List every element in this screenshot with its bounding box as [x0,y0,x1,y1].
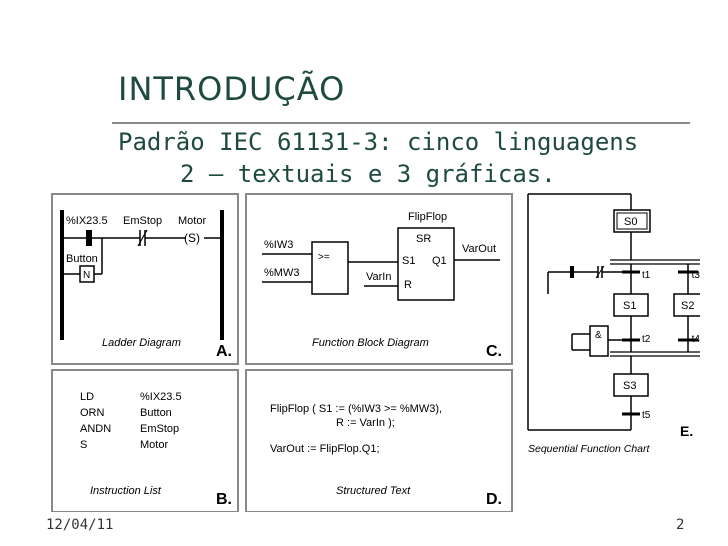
fbd-varin: VarIn [366,271,391,283]
fbd-block-type: SR [416,233,431,245]
fbd-block-name: FlipFlop [408,211,447,223]
sfc-s1-label: S1 [623,300,636,312]
ladder-caption: Ladder Diagram [102,337,181,349]
sfc-t4-label: t4 [692,334,700,345]
fbd-varout: VarOut [462,243,496,255]
slide-page-number: 2 [676,517,685,533]
sfc-s0-label: S0 [624,216,637,228]
slide-title: INTRODUÇÃO [118,70,346,108]
sfc-t5-label: t5 [642,410,651,421]
sfc-caption: Sequential Function Chart [528,443,650,455]
panel-ladder-diagram: %IX23.5 EmStop Motor (S) Button N Ladder… [51,193,239,365]
fbd-pin-r: R [404,279,412,291]
sfc-s2-label: S2 [681,300,694,312]
fbd-input-1: %IW3 [264,239,293,251]
il-op-3: ANDN [80,423,111,435]
panel-instruction-list: LD %IX23.5 ORN Button ANDN EmStop S Moto… [51,369,239,512]
ladder-letter: A. [216,343,232,360]
sfc-step-s0 [613,209,651,233]
sfc-step-s2 [673,293,700,317]
fbd-input-2: %MW3 [264,267,299,279]
fbd-pin-s1: S1 [402,255,415,267]
st-line-2: R := VarIn ); [336,417,395,429]
fbd-sr-block [397,227,455,301]
il-arg-4: Motor [140,439,168,451]
panel-sequential-function-chart: S0 t1 t3 S1 S2 & t2 [520,192,700,456]
sfc-and-block [589,325,609,357]
ladder-coil: (S) [184,231,200,245]
fbd-compare-block [311,241,349,295]
ladder-branch-contact: N [83,270,90,281]
fbd-compare-op: >= [318,252,330,263]
panel-function-block-diagram: FlipFlop SR S1 Q1 R >= %IW3 %MW3 VarIn V… [245,193,513,365]
bullet-line-2: 2 – textuais e 3 gráficas. [180,160,556,188]
panel-structured-text: FlipFlop ( S1 := (%IW3 >= %MW3), R := Va… [245,369,513,512]
sfc-t3-label: t3 [692,270,700,281]
fbd-letter: C. [486,343,502,360]
sfc-and-symbol: & [595,330,602,341]
sfc-t1-label: t1 [642,270,651,281]
ladder-contact2-label: EmStop [123,215,162,227]
ladder-contact1 [86,230,92,246]
title-divider [112,122,690,124]
il-arg-1: %IX23.5 [140,391,182,403]
il-op-1: LD [80,391,94,403]
fbd-pin-q1: Q1 [432,255,447,267]
slide-date: 12/04/11 [46,517,114,533]
iec-languages-figure: %IX23.5 EmStop Motor (S) Button N Ladder… [51,192,700,512]
sfc-letter: E. [680,423,693,439]
il-op-4: S [80,439,87,451]
il-arg-2: Button [140,407,172,419]
st-line-3: VarOut := FlipFlop.Q1; [270,443,380,455]
fbd-caption: Function Block Diagram [312,337,429,349]
il-op-2: ORN [80,407,105,419]
ladder-coil-label: Motor [178,215,206,227]
st-caption: Structured Text [336,485,411,497]
il-arg-3: EmStop [140,423,179,435]
ladder-contact1-label: %IX23.5 [66,215,108,227]
il-letter: B. [216,491,232,508]
st-letter: D. [486,491,502,508]
sfc-t2-label: t2 [642,334,651,345]
ladder-branch-label: Button [66,253,98,265]
sfc-s3-label: S3 [623,380,636,392]
st-line-1: FlipFlop ( S1 := (%IW3 >= %MW3), [270,403,442,415]
il-caption: Instruction List [90,485,162,497]
bullet-line-1: Padrão IEC 61131-3: cinco linguagens [118,128,639,156]
